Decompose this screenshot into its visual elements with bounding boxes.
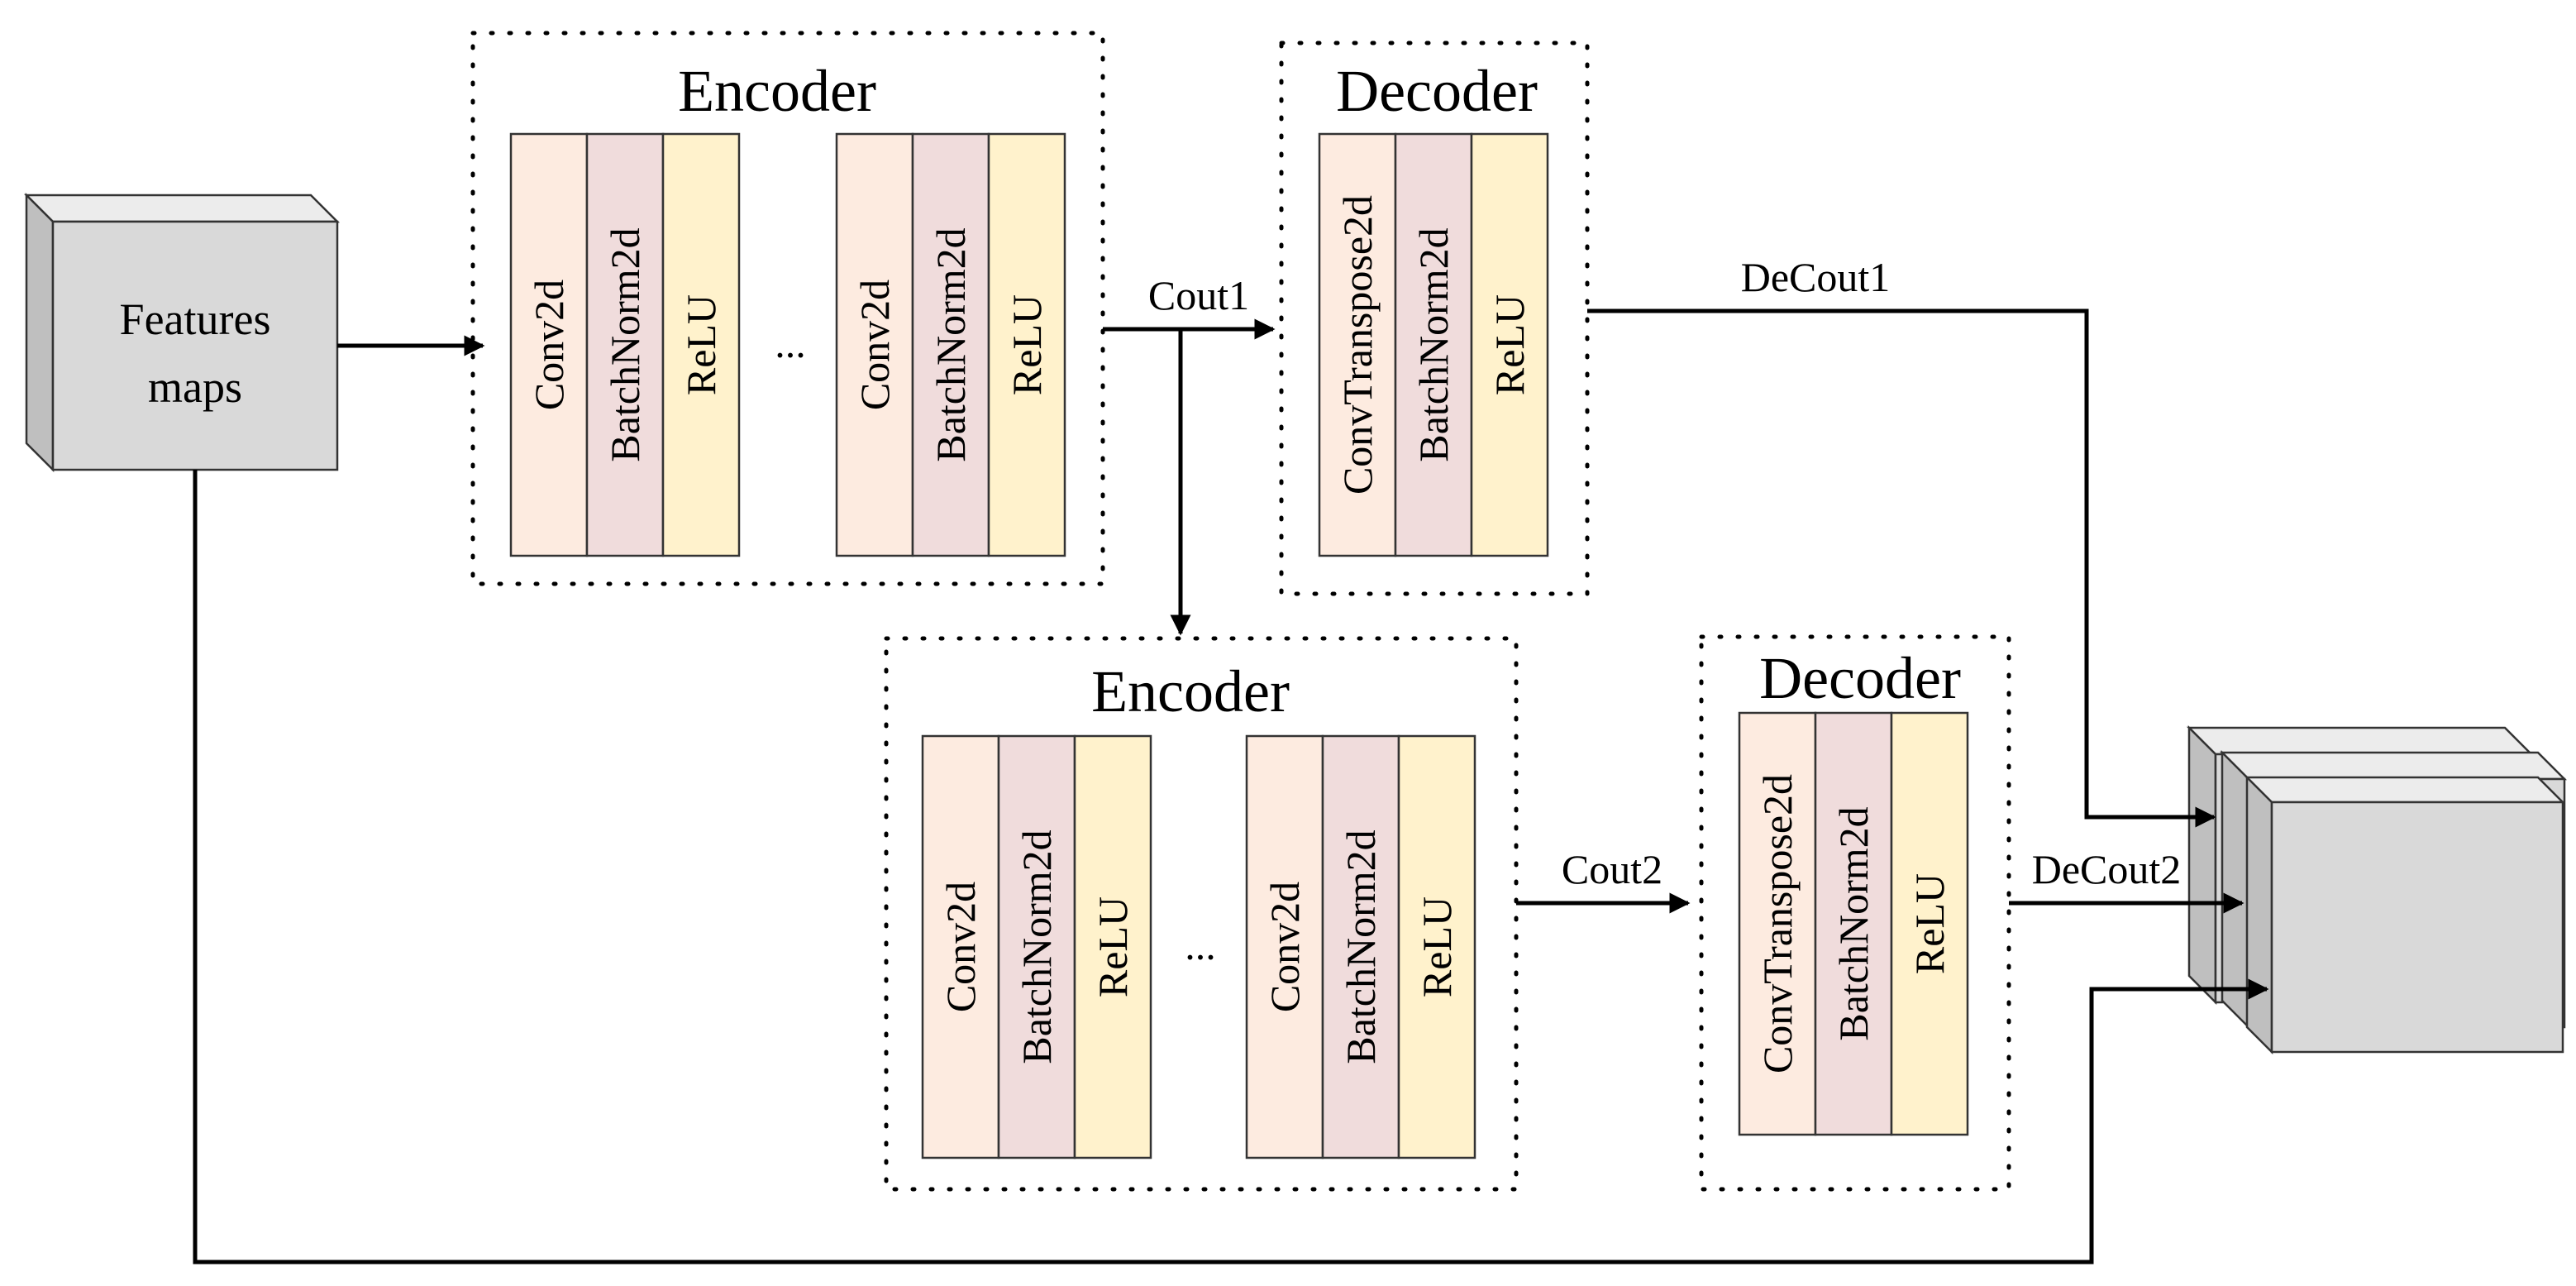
conv2d-layer-label: Conv2d [937, 882, 984, 1012]
batchnorm2d-layer [1321, 734, 1400, 1159]
encoder-2-group-1: Conv2d BatchNorm2d ReLU [921, 734, 1152, 1159]
decoder-2-dotted-border [1699, 634, 2011, 1192]
relu-layer [1397, 734, 1476, 1159]
conv2d-layer-label: Conv2d [852, 280, 898, 410]
decoder-2-title: Decoder [1759, 645, 1961, 711]
convtranspose2d-layer [1738, 711, 1817, 1136]
convtranspose2d-layer [1318, 132, 1397, 557]
relu-layer [661, 132, 741, 557]
conv2d-layer [509, 132, 589, 557]
encoder-2-group-2: Conv2d BatchNorm2d ReLU [1245, 734, 1476, 1159]
conv2d-layer [921, 734, 1000, 1159]
relu-layer-label: ReLU [1414, 896, 1460, 997]
features-maps-side-face [25, 192, 55, 473]
output-block-front [2244, 774, 2566, 1055]
decoder-2: Decoder ConvTranspose2d BatchNorm2d ReLU [1699, 634, 2011, 1192]
encoder-1-group-1: Conv2d BatchNorm2d ReLU [509, 132, 741, 557]
encoder-1-title: Encoder [678, 58, 876, 124]
relu-layer-label: ReLU [1090, 896, 1136, 997]
batchnorm2d-layer-label: BatchNorm2d [602, 227, 648, 461]
batchnorm2d-layer [1394, 132, 1473, 557]
relu-layer [1073, 734, 1152, 1159]
encoder-2-title: Encoder [1091, 658, 1290, 724]
decoder-1-to-output-arrow [1587, 308, 2216, 828]
batchnorm2d-layer-label: BatchNorm2d [1830, 806, 1877, 1040]
encoder-1-group-2: Conv2d BatchNorm2d ReLU [835, 132, 1066, 557]
encoder-1: Encoder Conv2d BatchNorm2d ReLU ... Conv… [470, 31, 1105, 586]
batchnorm2d-layer-label: BatchNorm2d [1014, 829, 1060, 1064]
batchnorm2d-layer-label: BatchNorm2d [1338, 829, 1384, 1064]
batchnorm2d-layer [585, 132, 665, 557]
edge-label-decout1: DeCout1 [1741, 254, 1891, 300]
relu-layer-label: ReLU [1004, 294, 1050, 395]
convtranspose2d-layer-label: ConvTranspose2d [1334, 195, 1381, 495]
features-maps-top-face [23, 194, 341, 223]
features-maps-label-line2: maps [148, 362, 242, 412]
edge-label-cout1: Cout1 [1148, 272, 1249, 318]
relu-layer [1470, 132, 1549, 557]
conv2d-layer [835, 132, 914, 557]
conv2d-layer-label: Conv2d [526, 280, 572, 410]
output-stacked-block [2186, 724, 2568, 1055]
edge-label-cout2: Cout2 [1562, 846, 1662, 892]
relu-layer-label: ReLU [678, 294, 724, 395]
features-maps-front-face [51, 220, 339, 471]
encoder-2-ellipsis: ... [1185, 922, 1216, 968]
conv2d-layer-label: Conv2d [1262, 882, 1308, 1012]
edge-label-decout2: DeCout2 [2032, 846, 2182, 892]
features-skip-to-output-arrow [193, 470, 2269, 1264]
features-maps-block: Features maps [23, 192, 341, 473]
decoder-1-title: Decoder [1336, 58, 1538, 124]
relu-layer-label: ReLU [1906, 873, 1953, 974]
encoder-1-ellipsis: ... [775, 320, 806, 366]
relu-layer [1890, 711, 1969, 1136]
convtranspose2d-layer-label: ConvTranspose2d [1754, 774, 1801, 1073]
batchnorm2d-layer-label: BatchNorm2d [1410, 227, 1457, 461]
batchnorm2d-layer-label: BatchNorm2d [928, 227, 974, 461]
encoder-2: Encoder Conv2d BatchNorm2d ReLU ... Conv… [884, 636, 1519, 1192]
batchnorm2d-layer [911, 132, 990, 557]
relu-layer [987, 132, 1066, 557]
batchnorm2d-layer [1814, 711, 1893, 1136]
decoder-1: Decoder ConvTranspose2d BatchNorm2d ReLU [1279, 41, 1590, 596]
decoder-1-dotted-border [1279, 41, 1590, 596]
relu-layer-label: ReLU [1486, 294, 1533, 395]
features-maps-label-line1: Features [120, 294, 271, 344]
